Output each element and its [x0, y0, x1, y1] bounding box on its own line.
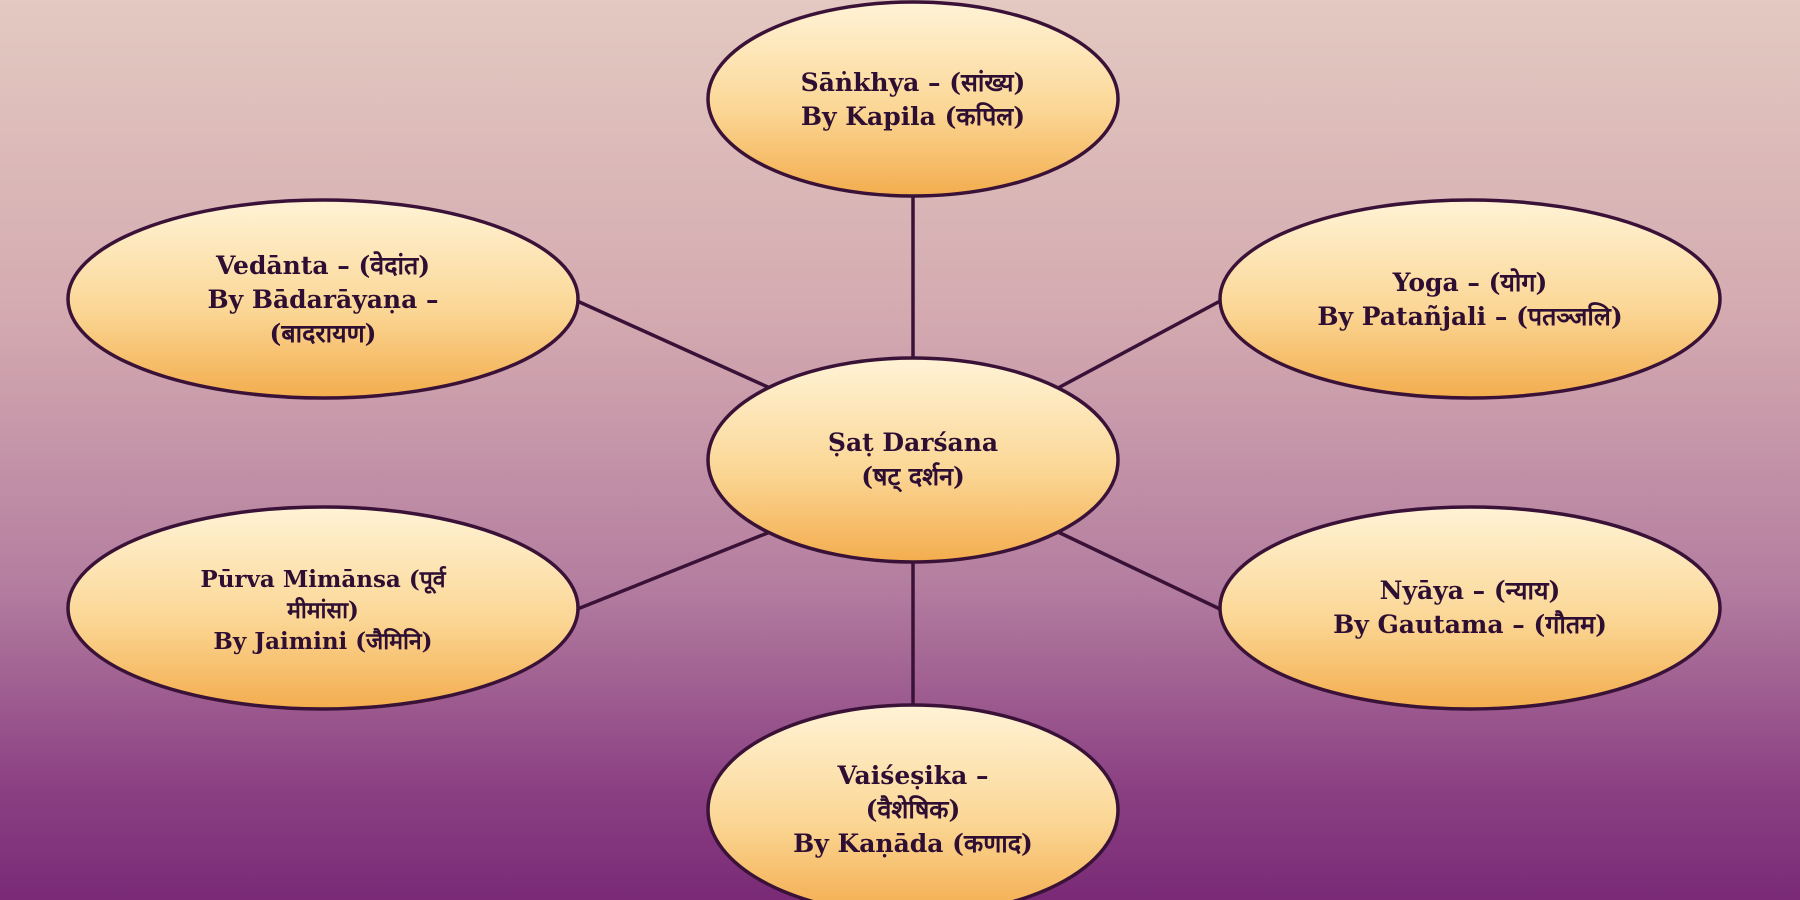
- label-vaiseshika: Vaiśeṣika – (वैशेषिक) By Kaṇāda (कणाद): [713, 755, 1113, 865]
- label-center-sat-darshana: Ṣaṭ Darśana (षट् दर्शन): [713, 410, 1113, 510]
- purva-mimansa-title-cont: मीमांसा): [287, 596, 359, 624]
- node-sankhya: [706, 0, 1120, 198]
- purva-mimansa-author: By Jaimini (जैमिनि): [213, 627, 433, 655]
- yoga-title: Yoga – (योग): [1392, 268, 1548, 297]
- node-center-sat-darshana: [706, 356, 1120, 564]
- center-title-devanagari: (षट् दर्शन): [861, 462, 965, 491]
- node-purva-mimansa: [66, 505, 580, 711]
- node-yoga: [1218, 198, 1722, 400]
- label-yoga: Yoga – (योग) By Patañjali – (पतञ्जलि): [1250, 250, 1690, 350]
- vaiseshika-title-devanagari: (वैशेषिक): [865, 795, 961, 824]
- nyaya-author: By Gautama – (गौतम): [1333, 610, 1607, 639]
- purva-mimansa-title: Pūrva Mimānsa (पूर्व: [200, 565, 446, 593]
- nyaya-title: Nyāya – (न्याय): [1379, 576, 1561, 605]
- node-nyaya: [1218, 505, 1722, 711]
- label-nyaya: Nyāya – (न्याय) By Gautama – (गौतम): [1250, 558, 1690, 658]
- vaiseshika-title: Vaiśeṣika –: [837, 761, 989, 790]
- connector-vedanta: [574, 298, 771, 390]
- node-vedanta: [66, 198, 580, 400]
- label-purva-mimansa: Pūrva Mimānsa (पूर्व मीमांसा) By Jaimini…: [98, 555, 548, 665]
- vedanta-author-devanagari: (बादरायण): [269, 319, 377, 348]
- label-sankhya: Sāṅkhya – (सांख्य) By Kapila (कपिल): [713, 50, 1113, 150]
- vaiseshika-author: By Kaṇāda (कणाद): [793, 829, 1033, 858]
- sankhya-author: By Kapila (कपिल): [800, 102, 1026, 131]
- connector-purva-mimansa: [574, 530, 771, 612]
- vedanta-title: Vedānta – (वेदांत): [215, 251, 431, 280]
- sankhya-title: Sāṅkhya – (सांख्य): [800, 68, 1026, 97]
- center-title: Ṣaṭ Darśana: [827, 428, 999, 457]
- label-vedanta: Vedānta – (वेदांत) By Bādarāyaṇa – (बादर…: [98, 240, 548, 360]
- connector-yoga: [1057, 298, 1223, 390]
- node-vaiseshika: [706, 703, 1120, 900]
- vedanta-author: By Bādarāyaṇa –: [207, 285, 439, 314]
- yoga-author: By Patañjali – (पतञ्जलि): [1317, 302, 1623, 331]
- connector-nyaya: [1057, 530, 1223, 612]
